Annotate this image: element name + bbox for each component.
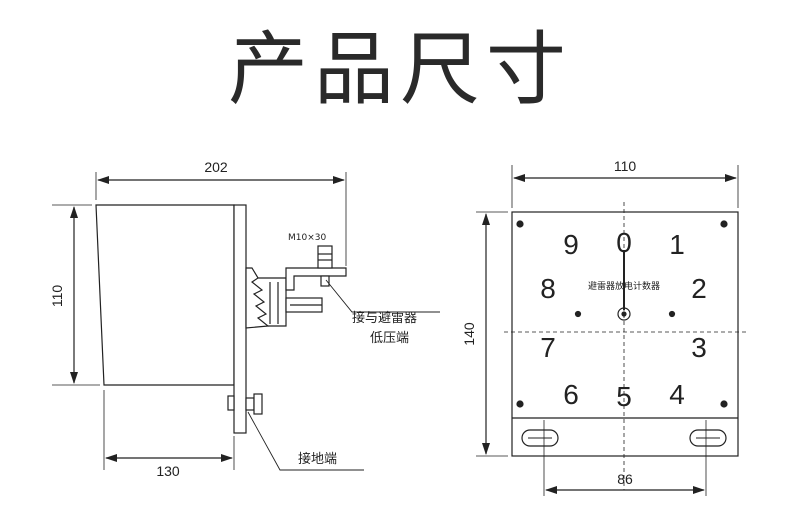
dial-number-9: 9: [563, 229, 579, 260]
leader-arrester: [325, 279, 440, 313]
leader-ground: [247, 411, 364, 471]
dial-number-2: 2: [691, 273, 707, 304]
corner-hole: [516, 400, 524, 408]
front-view: [476, 165, 748, 496]
mounting-plate: [233, 204, 247, 434]
dim-side-width: 202: [204, 159, 228, 175]
dim-side-height: 110: [49, 285, 65, 308]
label-ground: 接地端: [298, 451, 337, 467]
dial-number-3: 3: [691, 332, 707, 363]
label-arrester-line2: 低压端: [370, 331, 409, 346]
dim-front-holes: 86: [617, 471, 633, 487]
corner-hole: [516, 220, 524, 228]
dial-number-6: 6: [563, 379, 579, 410]
dial-number-0: 0: [616, 227, 632, 258]
dial-number-4: 4: [669, 379, 685, 410]
bracket: [285, 267, 347, 291]
corner-hole: [720, 400, 728, 408]
dim-front-width: 110: [614, 158, 637, 174]
bolt: [317, 245, 333, 287]
dial-number-1: 1: [669, 229, 685, 260]
dim-side-base: 130: [156, 463, 180, 479]
dim-front-height: 140: [461, 322, 477, 346]
dial-number-8: 8: [540, 273, 556, 304]
page-title: 产品尺寸: [228, 23, 572, 116]
dial-number-7: 7: [540, 332, 556, 363]
dial-number-5: 5: [616, 381, 632, 412]
label-arrester-line1: 接与避雷器: [352, 310, 417, 326]
bolt-spec: M10×30: [288, 233, 326, 243]
ground-bolt: [227, 393, 263, 415]
insulator: [245, 267, 323, 329]
dial-label: 避雷器放电计数器: [588, 280, 660, 292]
side-view: [52, 172, 440, 471]
counter-body: [95, 204, 235, 386]
corner-hole: [720, 220, 728, 228]
